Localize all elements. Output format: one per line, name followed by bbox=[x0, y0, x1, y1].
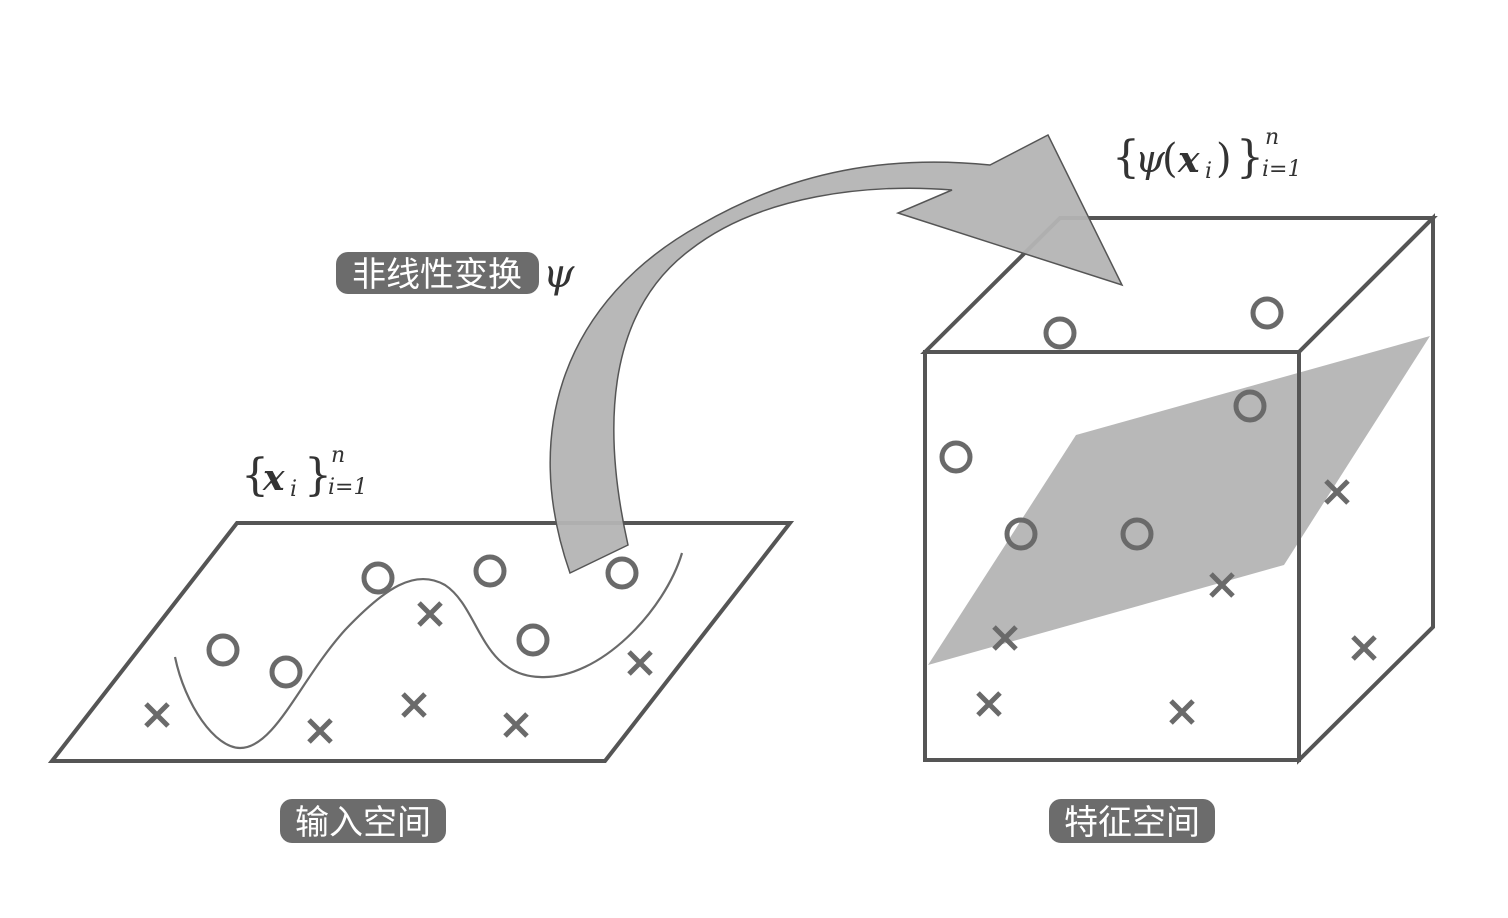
input-circles bbox=[206, 554, 639, 689]
feature-circles bbox=[939, 296, 1284, 551]
input-circle-marker bbox=[269, 655, 303, 689]
input-space-label-text: 输入空间 bbox=[295, 803, 431, 843]
feature-cross-marker bbox=[976, 691, 1002, 717]
feature-set-notation: { ψ ( x i ) } n i=1 bbox=[1112, 125, 1301, 184]
decision-curve bbox=[173, 552, 684, 750]
input-space-label: 输入空间 bbox=[280, 799, 446, 843]
transform-symbol: ψ bbox=[543, 251, 575, 297]
feature-space-label: 特征空间 bbox=[1049, 799, 1215, 843]
feature-circle-marker bbox=[1233, 389, 1267, 423]
transform-label-text: 非线性变换 bbox=[352, 255, 522, 295]
feature-set-var: x bbox=[1177, 139, 1200, 181]
input-set-notation: { x i } n i=1 bbox=[241, 443, 367, 502]
input-crosses bbox=[144, 601, 653, 744]
input-set-var: x bbox=[262, 457, 285, 499]
feature-circle-marker bbox=[939, 440, 973, 474]
feature-circle-marker bbox=[1004, 517, 1038, 551]
input-cross-marker bbox=[503, 712, 529, 738]
input-set-sub: i bbox=[290, 477, 297, 502]
feature-cross-marker bbox=[1351, 635, 1377, 661]
feature-space-label-bg bbox=[1049, 799, 1215, 843]
transform-arrow-shape bbox=[549, 133, 1124, 575]
feature-circle-marker bbox=[1043, 316, 1077, 350]
transform-arrow bbox=[549, 133, 1124, 575]
input-space-label-bg bbox=[280, 799, 446, 843]
input-cross-marker bbox=[627, 650, 653, 676]
feature-set-sub: i bbox=[1205, 159, 1212, 184]
input-cross-marker bbox=[417, 601, 443, 627]
cube-edges bbox=[923, 218, 1435, 760]
feature-space: { ψ ( x i ) } n i=1 特征空间 bbox=[920, 125, 1438, 843]
separating-hyperplane bbox=[928, 336, 1430, 665]
feature-cross-marker bbox=[992, 625, 1018, 651]
feature-space-label-text: 特征空间 bbox=[1064, 803, 1200, 843]
feature-circle-marker bbox=[1250, 296, 1284, 330]
feature-cross-marker bbox=[1324, 479, 1350, 505]
feature-cross-marker bbox=[1169, 699, 1195, 725]
input-space: { x i } n i=1 输入空间 bbox=[47, 443, 795, 843]
input-cross-marker bbox=[307, 718, 333, 744]
feature-set-open-paren: ( bbox=[1162, 136, 1178, 182]
input-cross-marker bbox=[144, 702, 170, 728]
feature-cross-marker bbox=[1209, 572, 1235, 598]
input-set-range: i=1 bbox=[328, 475, 367, 500]
feature-set-open-brace: { bbox=[1112, 132, 1140, 183]
feature-set-func: ψ bbox=[1135, 137, 1166, 181]
input-set-close-brace: } bbox=[304, 450, 332, 501]
transform-label-bg bbox=[336, 252, 539, 294]
feature-set-close-paren: ) bbox=[1216, 136, 1232, 182]
feature-circle-marker bbox=[1120, 517, 1154, 551]
input-set-open-brace: { bbox=[241, 450, 269, 501]
feature-set-range: i=1 bbox=[1262, 157, 1301, 182]
input-set-sup: n bbox=[331, 443, 345, 468]
feature-set-close-brace: } bbox=[1236, 132, 1264, 183]
input-cross-marker bbox=[401, 692, 427, 718]
input-circle-marker bbox=[605, 556, 639, 590]
input-circle-marker bbox=[206, 633, 240, 667]
transform-label: 非线性变换 ψ bbox=[336, 251, 575, 297]
feature-set-sup: n bbox=[1265, 125, 1279, 150]
input-circle-marker bbox=[473, 554, 507, 588]
input-circle-marker bbox=[361, 561, 395, 595]
feature-crosses bbox=[976, 479, 1377, 725]
input-circle-marker bbox=[516, 623, 550, 657]
